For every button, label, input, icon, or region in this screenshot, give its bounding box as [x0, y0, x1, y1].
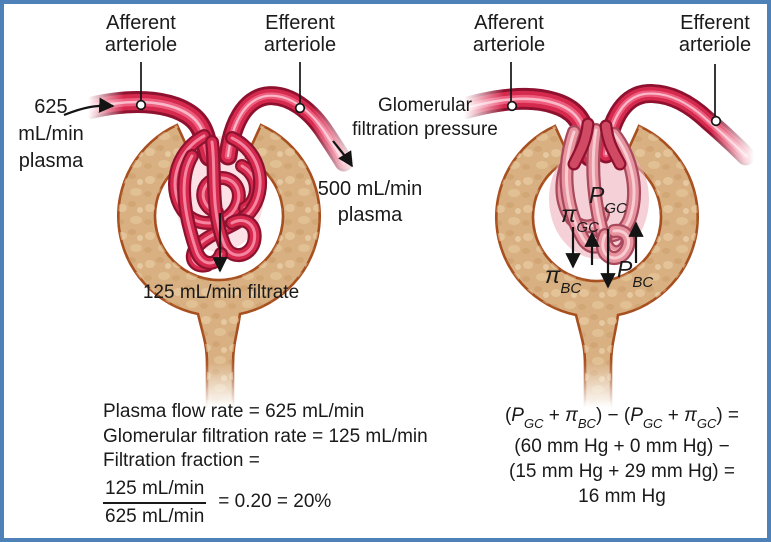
- efferent-arteriole-right: [596, 84, 756, 166]
- label-afferent-right-line2: arteriole: [472, 33, 546, 56]
- pi-bc-subscript: BC: [560, 279, 582, 297]
- label-pi-gc: πGC: [561, 201, 599, 236]
- eq-filtration-fraction: Filtration fraction =: [103, 450, 260, 471]
- label-plasma-inflow-line2: mL/min: [18, 123, 84, 145]
- label-efferent-left: Efferent arteriole: [263, 12, 337, 56]
- pi-bc-symbol: π: [545, 262, 561, 288]
- efferent-arteriole-left: [218, 86, 354, 172]
- pi-gc-subscript: GC: [576, 218, 599, 236]
- label-p-gc: PGC: [589, 182, 627, 217]
- label-p-bc: PBC: [617, 256, 653, 291]
- dot-afferent-left: [135, 99, 147, 111]
- label-plasma-outflow: 500 mL/min plasma: [318, 176, 423, 228]
- label-efferent-left-line2: arteriole: [263, 33, 337, 56]
- label-filtrate: 125 mL/min filtrate: [142, 282, 300, 303]
- eq-fraction-row: 125 mL/min 625 mL/min = 0.20 = 20%: [103, 478, 428, 528]
- eq-nfp-result: 16 mm Hg: [578, 485, 666, 507]
- label-plasma-inflow-line1: 625: [34, 96, 68, 118]
- equation-net-filtration-pressure: (PGC + πBC) − (PGC + πGC) = (60 mm Hg + …: [505, 403, 739, 509]
- label-efferent-right-line1: Efferent: [680, 12, 750, 34]
- eq-fraction-numerator: 125 mL/min: [103, 478, 207, 504]
- left-vessels-group: [79, 86, 354, 273]
- label-afferent-left-line1: Afferent: [106, 12, 176, 34]
- dot-afferent-right: [506, 100, 518, 112]
- p-bc-symbol: P: [617, 256, 633, 282]
- p-bc-subscript: BC: [632, 273, 654, 291]
- glomerulus-left: [168, 129, 268, 273]
- label-glomerular-filtration-pressure: Glomerular filtration pressure: [352, 94, 498, 142]
- label-plasma-outflow-line1: 500 mL/min: [317, 178, 423, 200]
- eq-nfp-symbolic: (PGC + πBC) − (PGC + πGC) =: [504, 405, 740, 431]
- label-gfp-line2: filtration pressure: [352, 119, 498, 140]
- label-efferent-right-line2: arteriole: [678, 33, 752, 56]
- eq-nfp-values-2: (15 mm Hg + 29 mm Hg) =: [509, 460, 735, 482]
- label-plasma-outflow-line2: plasma: [337, 204, 403, 226]
- label-pi-bc: πBC: [545, 262, 581, 297]
- label-plasma-inflow: 625 mL/min plasma: [18, 94, 84, 175]
- leader-lines: [135, 62, 722, 127]
- label-plasma-inflow-line3: plasma: [18, 150, 84, 172]
- pi-gc-symbol: π: [561, 201, 577, 227]
- arrows: [63, 97, 644, 289]
- label-afferent-left: Afferent arteriole: [104, 12, 178, 56]
- eq-fraction-denominator: 625 mL/min: [105, 505, 205, 527]
- label-afferent-left-line2: arteriole: [104, 33, 178, 56]
- eq-fraction: 125 mL/min 625 mL/min: [103, 478, 207, 528]
- p-gc-subscript: GC: [604, 199, 627, 217]
- p-gc-symbol: P: [589, 182, 605, 208]
- right-vessels-group: [455, 84, 756, 265]
- label-afferent-right: Afferent arteriole: [472, 12, 546, 56]
- dot-efferent-right: [710, 115, 722, 127]
- equation-filtration-fraction: Plasma flow rate = 625 mL/min Glomerular…: [103, 400, 428, 528]
- eq-plasma-flow-rate: Plasma flow rate = 625 mL/min: [103, 401, 365, 422]
- nephron-diagram-artwork: [63, 62, 756, 413]
- label-afferent-right-line1: Afferent: [474, 12, 544, 34]
- eq-fraction-result: = 0.20 = 20%: [218, 491, 332, 513]
- arrow-plasma-out: [332, 140, 353, 168]
- label-efferent-left-line1: Efferent: [265, 12, 335, 34]
- label-gfp-line1: Glomerular: [378, 95, 472, 116]
- arrow-plasma-in: [63, 97, 115, 117]
- eq-nfp-values-1: (60 mm Hg + 0 mm Hg) −: [514, 435, 730, 457]
- label-efferent-right: Efferent arteriole: [678, 12, 752, 56]
- dot-efferent-left: [294, 102, 306, 114]
- eq-glomerular-filtration-rate: Glomerular filtration rate = 125 mL/min: [103, 425, 428, 447]
